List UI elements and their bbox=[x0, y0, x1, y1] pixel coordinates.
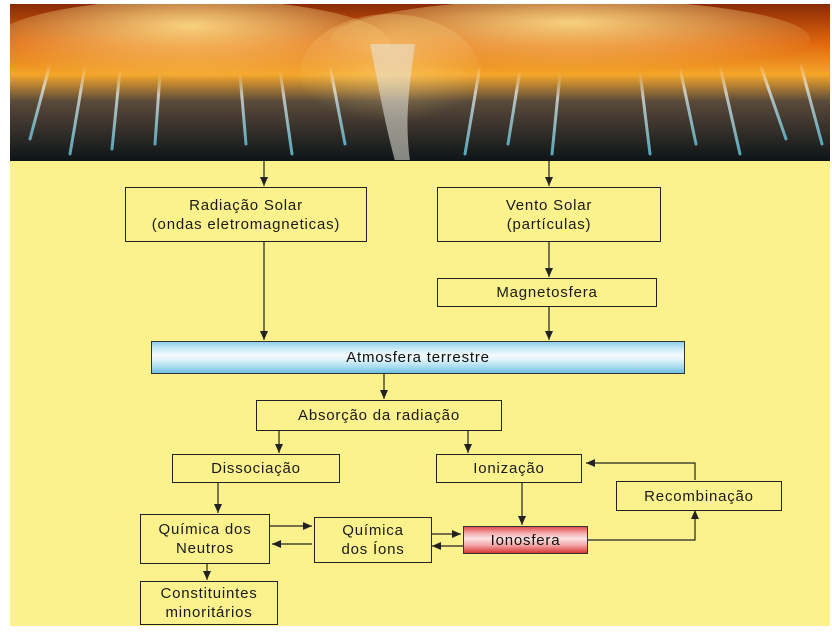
atmosfera-label: Atmosfera terrestre bbox=[346, 349, 490, 366]
quimica-neutros-line2: Neutros bbox=[176, 539, 234, 558]
magnetosfera-box: Magnetosfera bbox=[437, 278, 657, 307]
absorcao-box: Absorção da radiação bbox=[256, 400, 502, 431]
quimica-neutros-line1: Química dos bbox=[159, 520, 252, 539]
magnetosfera-label: Magnetosfera bbox=[496, 283, 597, 302]
diagram-canvas: Radiação Solar (ondas eletromagneticas) … bbox=[10, 4, 830, 626]
ionosfera-label: Ionosfera bbox=[491, 532, 561, 549]
constituintes-box: Constituintes minoritários bbox=[140, 581, 278, 625]
radiacao-solar-line1: Radiação Solar bbox=[189, 196, 303, 215]
constituintes-line1: Constituintes bbox=[160, 584, 257, 603]
atmosfera-terrestre-bar: Atmosfera terrestre bbox=[151, 341, 685, 374]
dissociacao-label: Dissociação bbox=[211, 459, 301, 478]
quimica-ions-box: Química dos Íons bbox=[314, 517, 432, 563]
quimica-ions-line2: dos Íons bbox=[341, 540, 404, 559]
vento-solar-box: Vento Solar (partículas) bbox=[437, 187, 661, 242]
quimica-neutros-box: Química dos Neutros bbox=[140, 514, 270, 564]
vento-solar-line2: (partículas) bbox=[507, 215, 592, 234]
radiacao-solar-box: Radiação Solar (ondas eletromagneticas) bbox=[125, 187, 367, 242]
ionizacao-box: Ionização bbox=[436, 454, 582, 483]
ionosfera-bar: Ionosfera bbox=[463, 526, 588, 554]
quimica-ions-line1: Química bbox=[342, 521, 403, 540]
recombinacao-label: Recombinação bbox=[644, 487, 754, 506]
absorcao-label: Absorção da radiação bbox=[298, 406, 460, 425]
recombinacao-box: Recombinação bbox=[616, 481, 782, 511]
dissociacao-box: Dissociação bbox=[172, 454, 340, 483]
radiacao-solar-line2: (ondas eletromagneticas) bbox=[152, 215, 340, 234]
ionizacao-label: Ionização bbox=[473, 459, 544, 478]
constituintes-line2: minoritários bbox=[165, 603, 252, 622]
vento-solar-line1: Vento Solar bbox=[506, 196, 592, 215]
